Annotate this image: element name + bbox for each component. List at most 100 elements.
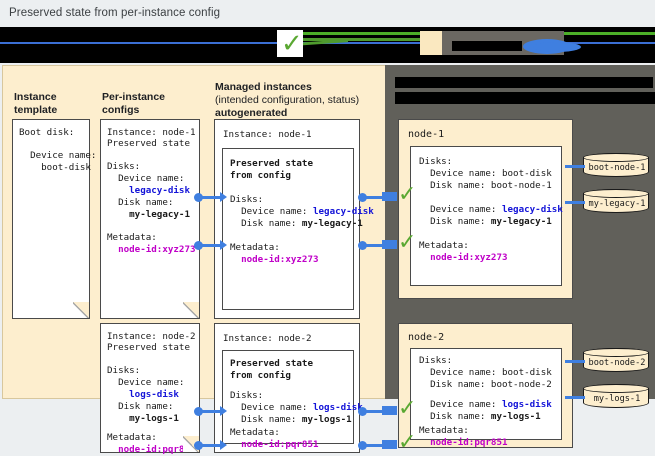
connector-square-mi1-disk [382, 192, 397, 201]
right-header-redacted-1 [395, 77, 653, 88]
node2-extra-device-label: Device name: [419, 399, 502, 410]
green-check-icon-node2-metadata: ✓ [398, 430, 417, 455]
instance-template-note: Boot disk: Device name: boot-disk [12, 119, 96, 319]
column-heading-per-instance-configs: Per-instance configs [102, 91, 166, 116]
connector-line-pic2-metadata [200, 444, 220, 447]
per-instance-config-note-node-1: Instance: node-1 Preserved state Disks: … [100, 119, 200, 319]
connector-line-pic1-disk [200, 196, 220, 199]
pic2-disk-name-label: Disk name: [107, 401, 174, 412]
node1-extra-device-label: Device name: [419, 204, 502, 215]
disk-label: boot-node-1 [588, 163, 646, 173]
column-heading-instance-template: Instance template [14, 91, 58, 116]
node1-disks-label: Disks: [419, 156, 453, 167]
node2-metadata-label: Metadata: [419, 425, 469, 436]
green-check-icon-node2-disk: ✓ [398, 396, 417, 421]
mi2-disk-name-label: Disk name: [230, 414, 302, 425]
connector-line-mi2-metadata [364, 444, 382, 447]
node1-metadata-value: node-id:xyz273 [419, 252, 508, 263]
mi1-disk-name-label: Disk name: [230, 218, 302, 229]
node1-inner-box: Disks: Device name: boot-disk Disk name:… [410, 146, 563, 286]
connector-line-pic1-metadata [200, 244, 220, 247]
pic1-metadata-label: Metadata: [107, 232, 157, 243]
node2-metadata-value: node-id:pqr851 [419, 437, 508, 448]
disk-label: my-logs-1 [593, 394, 641, 404]
connector-dot-pic1-metadata [194, 241, 203, 250]
mi2-disk-name-row: Disk name: my-logs-1 [230, 414, 352, 426]
node2-inner-box: Disks: Device name: boot-disk Disk name:… [410, 348, 562, 448]
mi1-header: Instance: node-1 [223, 129, 312, 140]
green-check-icon-node1-metadata: ✓ [398, 230, 417, 255]
node1-extra-disk-label: Disk name: [419, 216, 491, 227]
note-fold-corner [183, 302, 200, 319]
mi1-metadata-value: node-id:xyz273 [230, 254, 319, 265]
node1-boot-disk-line: Disk name: boot-node-1 [419, 180, 552, 191]
connector-line-node2-boot-disk [565, 360, 585, 363]
disk-label: my-legacy-1 [588, 199, 646, 209]
connector-dot-pic1-disk [194, 193, 203, 202]
connector-square-mi1-metadata [382, 240, 397, 249]
mi1-inner-box: Preserved state from config Disks: Devic… [222, 148, 374, 310]
node-box-node-1: node-1 Disks: Device name: boot-disk Dis… [398, 119, 573, 299]
node1-extra-device-row: Device name: legacy-disk [419, 204, 563, 216]
mi2-preserved-1: Preserved state [230, 358, 313, 369]
managed-instance-box-node-2: Instance: node-2 Preserved state from co… [214, 323, 363, 453]
pic2-disks-label: Disks: [107, 365, 141, 376]
disk-cylinder-my-legacy-1: my-legacy-1 [582, 188, 649, 213]
per-instance-config-note-node-2: Instance: node-2 Preserved state Disks: … [100, 323, 200, 455]
instance-template-line-1: Boot disk: [19, 127, 75, 138]
mi1-device-name-row: Device name: legacy-disk [230, 206, 374, 218]
pic2-header-1: Instance: node-2 [107, 331, 196, 342]
mi1-metadata-label: Metadata: [230, 242, 280, 253]
pic1-metadata-value: node-id:xyz273 [107, 244, 196, 255]
disk-label: boot-node-2 [588, 358, 646, 368]
node1-extra-disk-value: my-legacy-1 [490, 216, 552, 227]
connector-line-node1-legacy-disk [565, 201, 585, 204]
diagram-frame: Instance template Per-instance configs M… [0, 65, 655, 455]
right-header-redacted-2 [395, 92, 655, 104]
pic1-disks-label: Disks: [107, 161, 141, 172]
disk-lid [582, 152, 649, 162]
disk-lid [582, 347, 649, 357]
pic2-device-name-value: logs-disk [107, 389, 179, 400]
node1-extra-device-value: legacy-disk [501, 204, 563, 215]
node1-metadata-label: Metadata: [419, 240, 469, 251]
connector-line-node2-logs-disk [565, 396, 585, 399]
mi2-metadata-value: node-id:pqr851 [230, 439, 319, 450]
instance-template-line-3: Device name: [19, 150, 97, 161]
green-check-icon: ✓ [281, 29, 303, 59]
disk-cylinder-boot-node-2: boot-node-2 [582, 347, 649, 372]
mi2-disk-name-value: my-logs-1 [301, 414, 352, 425]
connector-arrow-pic2-metadata [220, 440, 227, 450]
connector-line-mi1-metadata [364, 244, 382, 247]
pic1-device-name-value: legacy-disk [107, 185, 190, 196]
node2-extra-disk-label: Disk name: [419, 411, 491, 422]
mi2-disks-label: Disks: [230, 390, 264, 401]
note-fold-corner [73, 302, 90, 319]
connector-arrow-pic1-metadata [220, 240, 227, 250]
legend-redacted-text-2 [452, 41, 522, 51]
beige-box-swatch [420, 31, 442, 55]
node2-extra-disk-value: my-logs-1 [490, 411, 541, 422]
mi1-device-name-value: legacy-disk [312, 206, 374, 217]
connector-line-pic2-disk [200, 410, 220, 413]
column-heading-managed-instances-sub: (intended configuration, status) [215, 94, 360, 106]
disk-lid [582, 383, 649, 393]
connector-line-mi1-disk [364, 196, 382, 199]
column-heading-managed-instances: Managed instances [215, 81, 312, 93]
legend-band: ✓ [0, 27, 655, 63]
node2-disks-label: Disks: [419, 355, 453, 366]
mi1-disk-name-value: my-legacy-1 [301, 218, 363, 229]
node2-extra-device-row: Device name: logs-disk [419, 399, 552, 411]
mi2-preserved-2: from config [230, 370, 291, 381]
legend-redacted-text-1 [310, 45, 410, 55]
column-heading-managed-instances-auto: autogenerated [215, 107, 288, 119]
connector-square-mi2-disk [382, 406, 397, 415]
pic1-header-2: Preserved state [107, 138, 190, 149]
connector-dot-mi1-metadata [358, 241, 367, 250]
mi1-preserved-2: from config [230, 170, 291, 181]
connector-line-node1-boot-disk [565, 165, 585, 168]
connector-square-mi2-metadata [382, 440, 397, 449]
mi1-disks-label: Disks: [230, 194, 264, 205]
mi1-preserved-1: Preserved state [230, 158, 313, 169]
pic1-disk-name-label: Disk name: [107, 197, 174, 208]
